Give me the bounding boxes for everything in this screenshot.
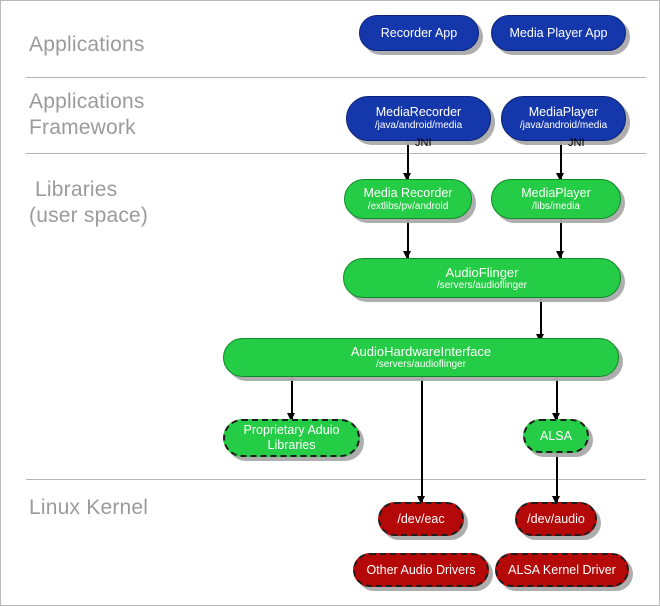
node-proprietary-audio-libs-title: Proprietary Aduio xyxy=(243,423,340,437)
node-audioflinger-path: /servers/audioflinger xyxy=(436,279,528,291)
layer-label-applications-framework: Applications Framework xyxy=(29,90,145,139)
node-media-recorder-lib-title: Media Recorder xyxy=(363,185,453,200)
node-media-recorder-lib-path: /extlibs/pv/android xyxy=(367,200,449,212)
connector-ahi-proprietary xyxy=(291,377,293,421)
arrowhead-mediarecorder-audioflinger xyxy=(403,251,411,259)
node-mediarecorder-framework-title: MediaRecorder xyxy=(375,105,462,119)
node-other-audio-drivers-title: Other Audio Drivers xyxy=(366,563,476,577)
node-mediaplayer-framework[interactable]: MediaPlayer /java/android/media xyxy=(501,96,626,141)
node-dev-eac-title: /dev/eac xyxy=(397,512,445,526)
arrowhead-mediaplayer-jni xyxy=(556,173,564,181)
layer-label-linux-kernel: Linux Kernel xyxy=(29,496,149,519)
arrowhead-ahi-dev-eac xyxy=(417,496,425,504)
connector-mediarecorder-audioflinger xyxy=(407,218,409,258)
arrowhead-mediarecorder-jni xyxy=(403,173,411,181)
node-audioflinger[interactable]: AudioFlinger /servers/audioflinger xyxy=(343,258,621,298)
node-mediaplayer-lib[interactable]: MediaPlayer /libs/media xyxy=(491,179,621,219)
connector-ahi-dev-eac xyxy=(421,377,423,502)
connector-mediaplayer-jni xyxy=(560,141,562,179)
node-dev-eac[interactable]: /dev/eac xyxy=(378,502,464,536)
arrowhead-alsa-dev-audio xyxy=(552,496,560,504)
node-audiohardwareinterface[interactable]: AudioHardwareInterface /servers/audiofli… xyxy=(223,338,619,377)
arrowhead-ahi-proprietary xyxy=(287,413,295,421)
node-mediaplayer-framework-path: /java/android/media xyxy=(519,120,608,131)
node-recorder-app[interactable]: Recorder App xyxy=(359,15,479,51)
node-media-recorder-lib[interactable]: Media Recorder /extlibs/pv/android xyxy=(344,179,472,219)
node-dev-audio-title: /dev/audio xyxy=(527,512,585,526)
node-dev-audio[interactable]: /dev/audio xyxy=(515,502,597,536)
connector-ahi-alsa xyxy=(556,377,558,421)
edge-label-jni-recorder: JNI xyxy=(415,137,432,149)
node-audiohardwareinterface-title: AudioHardwareInterface xyxy=(350,344,492,359)
edge-label-jni-player: JNI xyxy=(568,137,585,149)
node-alsa-title: ALSA xyxy=(540,429,572,443)
node-mediarecorder-framework[interactable]: MediaRecorder /java/android/media xyxy=(346,96,491,141)
connector-alsa-dev-audio xyxy=(556,453,558,502)
node-alsa[interactable]: ALSA xyxy=(523,419,589,453)
node-mediaplayer-lib-title: MediaPlayer xyxy=(521,185,591,200)
connector-mediaplayer-audioflinger xyxy=(560,218,562,258)
node-media-player-app[interactable]: Media Player App xyxy=(491,15,626,51)
connector-mediarecorder-jni xyxy=(407,141,409,179)
connector-audioflinger-audiohardwareinterface xyxy=(540,298,542,342)
node-mediaplayer-lib-path: /libs/media xyxy=(532,200,580,212)
node-alsa-kernel-driver[interactable]: ALSA Kernel Driver xyxy=(495,553,629,587)
node-proprietary-audio-libs[interactable]: Proprietary Aduio Libraries xyxy=(223,419,360,457)
node-audiohardwareinterface-path: /servers/audioflinger xyxy=(375,359,467,370)
node-recorder-app-title: Recorder App xyxy=(380,26,458,40)
separator-kernel xyxy=(26,479,646,480)
node-audioflinger-title: AudioFlinger xyxy=(445,264,519,280)
separator-framework xyxy=(26,153,646,154)
arrowhead-ahi-alsa xyxy=(552,413,560,421)
separator-applications xyxy=(26,77,646,78)
layer-label-libraries: Libraries (user space) xyxy=(29,178,149,227)
node-alsa-kernel-driver-title: ALSA Kernel Driver xyxy=(508,563,616,577)
layer-label-applications: Applications xyxy=(29,33,145,56)
node-mediaplayer-framework-title: MediaPlayer xyxy=(528,105,599,119)
arrowhead-mediaplayer-audioflinger xyxy=(556,251,564,259)
node-media-player-app-title: Media Player App xyxy=(509,26,608,40)
node-mediarecorder-framework-path: /java/android/media xyxy=(374,120,463,131)
node-proprietary-audio-libs-subtitle: Libraries xyxy=(267,438,316,452)
node-other-audio-drivers[interactable]: Other Audio Drivers xyxy=(353,553,489,587)
